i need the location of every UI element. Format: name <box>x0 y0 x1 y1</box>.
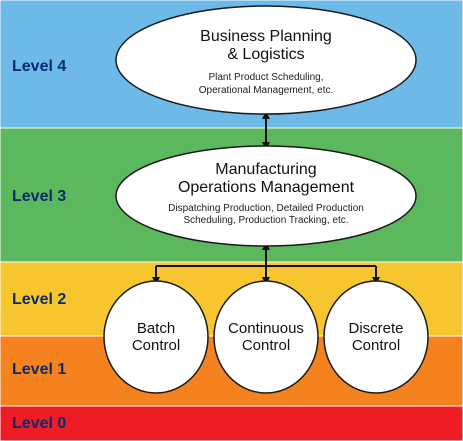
discrete-control-line1: Discrete <box>348 320 403 337</box>
manufacturing-ops-detail-line2: Scheduling, Production Tracking, etc. <box>183 215 348 226</box>
manufacturing-ops-detail-line1: Dispatching Production, Detailed Product… <box>168 203 364 214</box>
business-planning-title-line1: Business Planning <box>200 28 332 45</box>
batch-control-ellipse <box>103 280 209 394</box>
manufacturing-ops-title-line2: Operations Management <box>178 179 355 196</box>
level-0-band <box>0 405 463 441</box>
batch-control-line2: Control <box>132 337 180 354</box>
discrete-control-ellipse <box>323 280 429 394</box>
batch-control-line1: Batch <box>137 320 175 337</box>
continuous-control-ellipse <box>213 280 319 394</box>
discrete-control-line2: Control <box>352 337 400 354</box>
level-0-label: Level 0 <box>12 415 66 432</box>
business-planning-detail-line1: Plant Product Scheduling, <box>208 72 323 83</box>
business-planning-ellipse <box>115 5 417 115</box>
level-1-label: Level 1 <box>12 361 66 378</box>
continuous-control-line1: Continuous <box>228 320 304 337</box>
level-3-label: Level 3 <box>12 188 66 205</box>
business-planning-title-line2: & Logistics <box>227 46 304 63</box>
manufacturing-ops-title-line1: Manufacturing <box>215 161 316 178</box>
level-2-label: Level 2 <box>12 291 66 308</box>
continuous-control-line2: Control <box>242 337 290 354</box>
manufacturing-ops-ellipse <box>115 145 417 247</box>
business-planning-detail-line2: Operational Management, etc. <box>199 85 334 96</box>
level-4-label: Level 4 <box>12 58 66 75</box>
